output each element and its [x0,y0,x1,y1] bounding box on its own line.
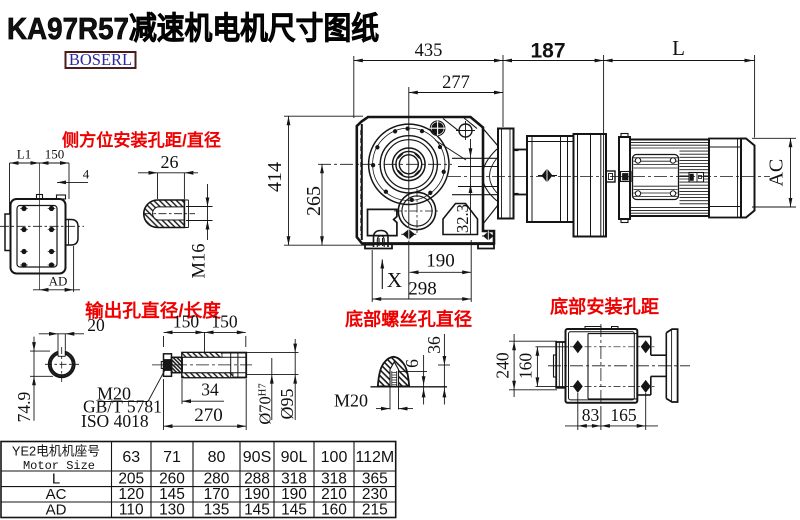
svg-text:318: 318 [281,471,307,488]
svg-text:74.9: 74.9 [14,391,34,422]
svg-text:71: 71 [163,449,181,466]
svg-text:318: 318 [321,471,347,488]
svg-text:AD: AD [46,501,67,518]
svg-text:80: 80 [208,449,226,466]
svg-text:Motor Size: Motor Size [23,459,95,473]
svg-text:130: 130 [159,501,185,518]
svg-text:150: 150 [211,312,238,332]
svg-text:底部安装孔距: 底部安装孔距 [550,296,659,317]
svg-text:Ø95: Ø95 [277,389,297,420]
svg-text:160: 160 [321,501,347,518]
svg-text:26: 26 [161,152,179,172]
svg-text:190: 190 [426,251,455,272]
svg-text:265: 265 [303,186,325,216]
svg-text:288: 288 [244,471,270,488]
svg-text:KA97R57减速机电机尺寸图纸: KA97R57减速机电机尺寸图纸 [7,11,379,46]
svg-text:135: 135 [204,501,230,518]
svg-text:M20: M20 [334,391,368,411]
svg-text:435: 435 [415,41,443,61]
svg-text:160: 160 [516,353,536,380]
svg-text:170: 170 [204,486,230,503]
svg-text:190: 190 [244,486,270,503]
svg-text:277: 277 [442,73,470,93]
svg-text:145: 145 [159,486,185,503]
svg-text:280: 280 [204,471,230,488]
svg-text:20: 20 [87,315,105,335]
svg-text:63: 63 [122,449,140,466]
svg-text:AC: AC [46,486,67,503]
svg-text:150: 150 [173,312,200,332]
svg-text:110: 110 [119,501,144,518]
svg-text:90L: 90L [281,449,308,466]
svg-text:GB/T 5781: GB/T 5781 [83,397,162,417]
svg-text:4: 4 [83,167,90,182]
svg-text:112M: 112M [355,449,394,466]
svg-text:AD: AD [49,274,68,289]
svg-text:M20: M20 [97,384,131,404]
svg-text:240: 240 [493,352,513,379]
svg-text:M16: M16 [190,244,210,279]
svg-text:ISO 4018: ISO 4018 [81,411,149,431]
svg-text:6: 6 [402,359,422,368]
svg-text:120: 120 [118,486,144,503]
svg-text:L: L [672,36,685,60]
svg-text:YE2电机机座号: YE2电机机座号 [12,444,100,459]
svg-text:210: 210 [321,486,347,503]
svg-text:215: 215 [362,501,388,518]
svg-text:83: 83 [582,405,600,425]
svg-text:205: 205 [118,471,144,488]
svg-text:34: 34 [201,380,219,400]
svg-text:AC: AC [766,159,788,187]
svg-text:190: 190 [281,486,307,503]
svg-text:230: 230 [362,486,388,503]
svg-text:145: 145 [244,501,270,518]
svg-text:100: 100 [321,449,348,466]
svg-text:298: 298 [408,279,437,300]
svg-text:365: 365 [362,471,388,488]
svg-text:输出孔直径/长度: 输出孔直径/长度 [85,300,222,321]
svg-text:270: 270 [194,405,223,426]
svg-text:414: 414 [264,162,286,192]
svg-text:底部螺丝孔直径: 底部螺丝孔直径 [345,309,472,330]
svg-text:165: 165 [610,405,637,425]
svg-text:150: 150 [45,147,65,162]
svg-text:L: L [52,471,60,488]
svg-text:187: 187 [530,40,565,63]
svg-text:90S: 90S [243,449,271,466]
svg-text:145: 145 [281,501,307,518]
svg-text:32.3: 32.3 [453,204,472,233]
svg-text:36: 36 [424,336,444,354]
svg-text:L1: L1 [17,147,31,162]
svg-text:260: 260 [159,471,185,488]
svg-text:X: X [387,268,402,292]
svg-text:BOSERL: BOSERL [69,50,132,69]
svg-text:侧方位安装孔距/直径: 侧方位安装孔距/直径 [62,130,221,150]
